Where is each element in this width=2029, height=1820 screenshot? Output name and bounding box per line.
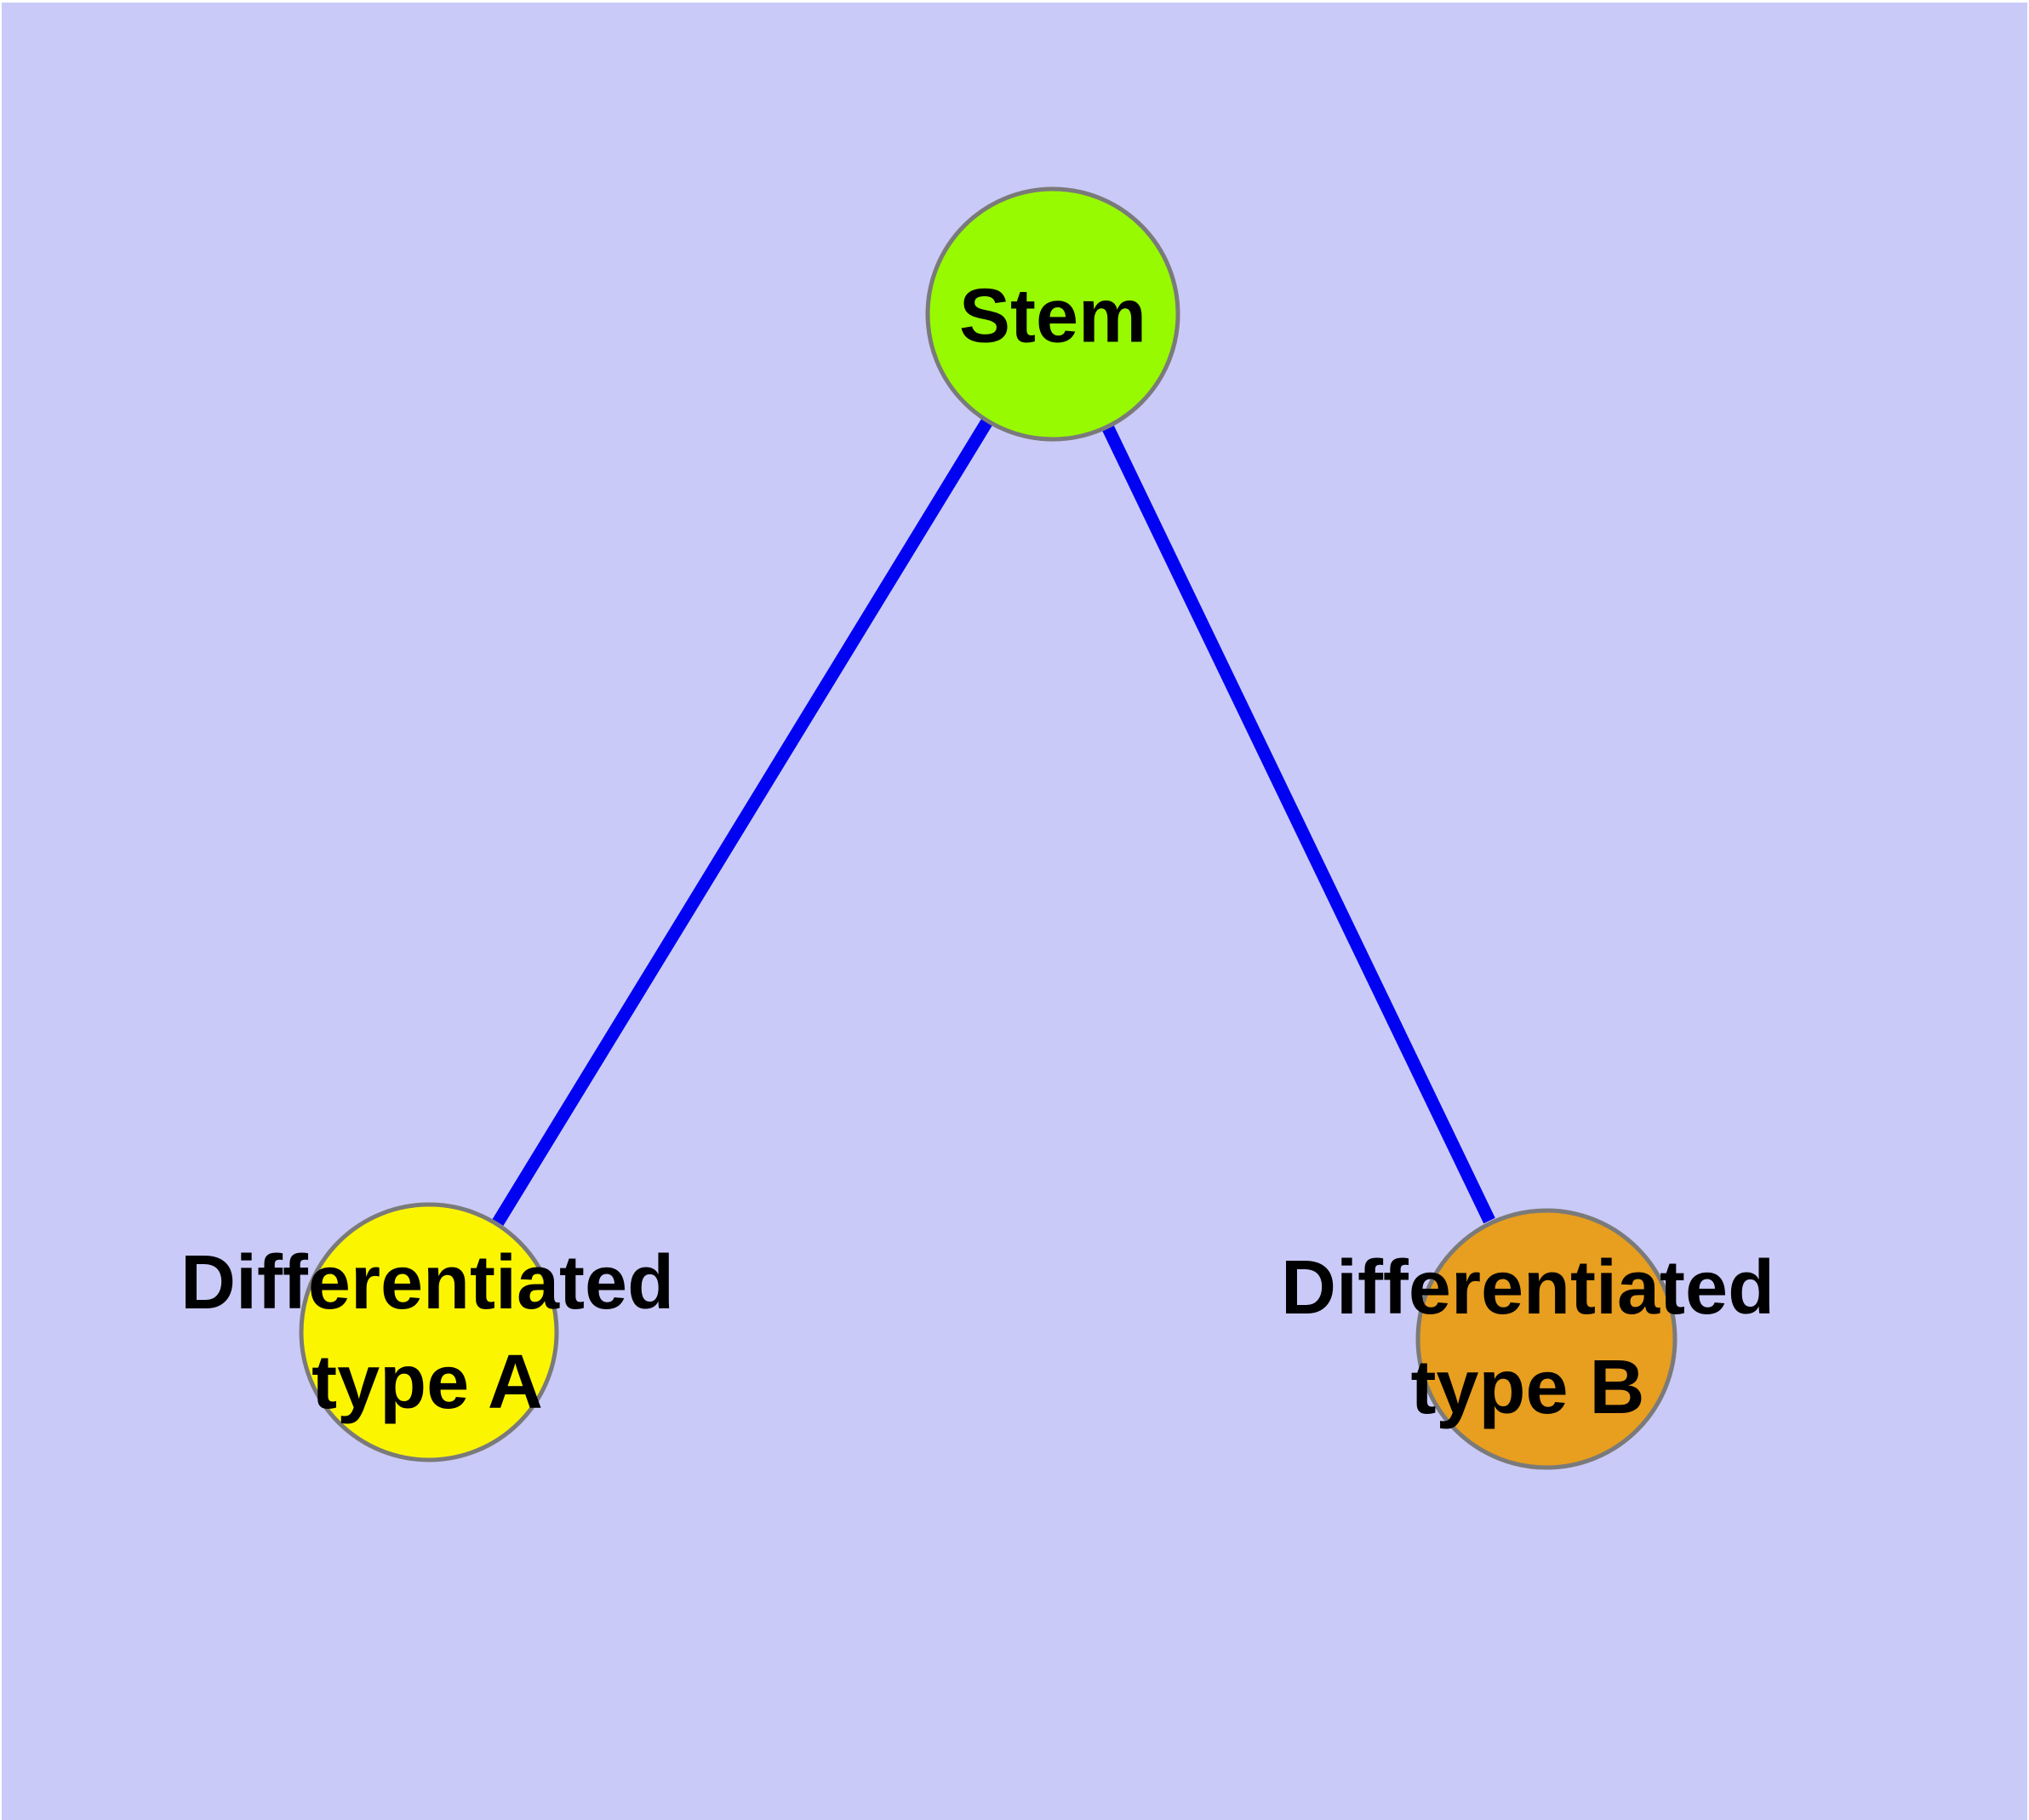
type-b-label-line1: Differentiated <box>1280 1245 1775 1331</box>
type-b-node-circle <box>1415 1208 1677 1470</box>
stem-node-label: Stem <box>958 273 1147 359</box>
type-a-label-line1: Differentiated <box>180 1240 675 1325</box>
edge-stem-to-type-b <box>1102 425 1495 1224</box>
right-border <box>2027 0 2029 1820</box>
type-a-node-circle <box>299 1202 559 1462</box>
left-border <box>0 0 2 1820</box>
edge-stem-to-type-a <box>492 418 993 1226</box>
top-border <box>0 0 2029 3</box>
type-b-label-line2: type B <box>1410 1345 1645 1430</box>
type-a-label-line2: type A <box>311 1340 543 1425</box>
type-a-node-label: Differentiated type A <box>180 1233 674 1433</box>
stem-node-circle <box>925 186 1180 442</box>
type-b-node-label: Differentiated type B <box>1281 1239 1775 1438</box>
